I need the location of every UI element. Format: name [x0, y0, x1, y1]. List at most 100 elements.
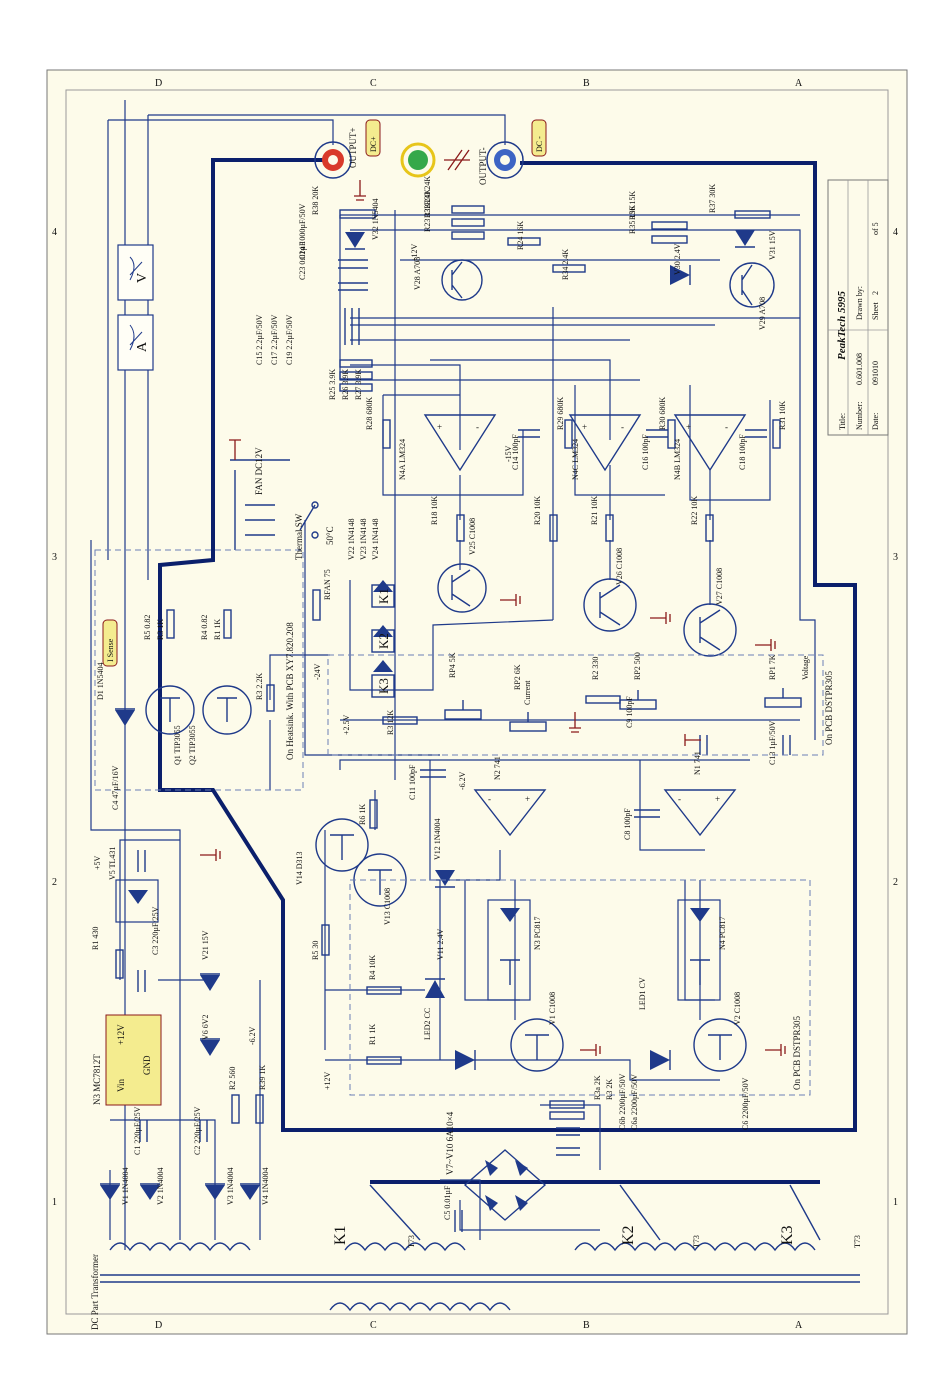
component-label: R22 10K — [690, 496, 699, 525]
tap-label-2: T73 — [692, 1235, 701, 1248]
component-label: RP2 500 — [633, 652, 642, 680]
component-label: V12 1N4004 — [433, 818, 442, 860]
paper — [46, 69, 908, 1335]
transformer-label: DC Part Transformer — [90, 1254, 100, 1330]
component-label: N1 741 — [693, 751, 702, 775]
svg-text:V: V — [135, 273, 150, 283]
component-label: V21 15V — [201, 930, 210, 960]
relay-contact-k2: K2 — [620, 1225, 637, 1245]
component-label: V5 TL431 — [108, 847, 117, 880]
svg-text:K2: K2 — [376, 633, 391, 649]
power-bus-main — [158, 158, 857, 1132]
component-label: C8 100pF — [623, 808, 632, 840]
ground-symbols — [200, 180, 786, 1056]
component-label: R6 1K — [358, 804, 367, 825]
component-label: R31 10K — [778, 401, 787, 430]
sheet-label: Sheet — [871, 301, 880, 320]
power-bus-bridge — [370, 1180, 820, 1184]
component-label: N2 741 — [493, 756, 502, 780]
svg-text:Vin: Vin — [116, 1079, 126, 1092]
heatsink-note: On Heatsink. With PCB XY7.820.208 — [285, 622, 295, 760]
regulator-7812: Vin +12V GND N3 MC7812T — [92, 1014, 162, 1106]
component-label: R37 30K — [708, 184, 717, 213]
dc-minus-tag: DC - — [531, 119, 547, 157]
svg-text:+: + — [582, 422, 587, 432]
component-label: C6b 2200µF/50V — [618, 1073, 627, 1130]
rail-label: +2.5V — [342, 714, 351, 735]
svg-text:-: - — [476, 422, 479, 432]
thermal-temp-label: 50°C — [325, 526, 335, 545]
component-label: RP2 6K — [513, 664, 522, 690]
title-block: PeakTech 5995 Title: Number: 0.601.008 D… — [827, 179, 889, 436]
svg-text:-: - — [621, 422, 624, 432]
component-label: R1 1K — [368, 1024, 377, 1045]
zone-left-4: 4 — [52, 227, 57, 238]
sheet-value: 2 — [871, 291, 880, 295]
dc-plus-tag: DC+ — [365, 119, 381, 157]
date-label: Date: — [871, 413, 880, 430]
component-label: Q1 TIP3055 — [173, 725, 182, 765]
zone-bottom-b: B — [583, 1320, 590, 1331]
svg-text:-: - — [678, 794, 681, 804]
title-label: Title: — [838, 413, 847, 430]
svg-text:+: + — [437, 422, 442, 432]
zone-top-a: A — [795, 78, 803, 89]
svg-text:I Sense: I Sense — [106, 638, 115, 662]
component-label: V25 C1008 — [468, 518, 477, 555]
ground-terminal[interactable] — [400, 142, 436, 178]
diode-symbols — [100, 230, 755, 1200]
svg-text:N3 MC7812T: N3 MC7812T — [92, 1054, 102, 1105]
component-label: N4A LM324 — [398, 439, 407, 480]
component-label: C15 2.2µF/50V — [255, 314, 264, 365]
tl431-reference — [115, 879, 159, 923]
component-label: C16 100pF — [641, 434, 650, 470]
zone-left-2: 2 — [52, 877, 57, 888]
component-label: RP4 5K — [448, 652, 457, 678]
component-label: V32 1N5404 — [371, 198, 380, 240]
component-label: V23 1N4148 — [359, 518, 368, 560]
inner-frame — [65, 89, 889, 1315]
svg-text:DC+: DC+ — [369, 136, 378, 152]
svg-text:K1: K1 — [376, 588, 391, 604]
transformer — [100, 1184, 860, 1312]
component-label: R21 10K — [590, 496, 599, 525]
component-label: RP1 7K — [768, 654, 777, 680]
component-label: C18 100pF — [738, 434, 747, 470]
component-label: R2 560 — [228, 1067, 237, 1090]
component-label: LED2 CC — [423, 1008, 432, 1040]
component-label: C3 220µF/25V — [151, 906, 160, 955]
component-label: V30 2.4V — [673, 243, 682, 275]
component-label: R2 330 — [591, 657, 600, 680]
component-label: R27 3.9K — [354, 369, 363, 400]
capacitor-bodies — [137, 259, 791, 1232]
zone-top-c: C — [370, 78, 377, 89]
pcb-note-upper: On PCB DSTPR305 — [824, 670, 834, 745]
component-label: V2 1N4004 — [156, 1167, 165, 1205]
component-label: R5 0.82 — [143, 615, 152, 640]
component-label: R34 2.4K — [561, 249, 570, 280]
component-label: R25 3.9K — [328, 369, 337, 400]
svg-text:+: + — [686, 422, 691, 432]
component-label: R1 430 — [91, 927, 100, 950]
component-label: R24 16K — [516, 221, 525, 250]
dashed-groups — [94, 549, 824, 1096]
component-label: C24 1000µF/50V — [298, 203, 307, 260]
component-label: V14 D313 — [295, 851, 304, 885]
transistor-symbols — [145, 259, 775, 1072]
voltmeter: V — [117, 244, 154, 301]
component-label: V28 A708 — [413, 257, 422, 290]
component-label: N4C LM324 — [571, 439, 580, 480]
component-label: R36 15K — [628, 191, 637, 220]
output-plus-terminal[interactable] — [314, 141, 352, 179]
component-label: R39 1K — [258, 1065, 267, 1090]
date-value: 091010 — [871, 361, 880, 385]
component-label: C6 2200µF/50V — [741, 1077, 750, 1130]
output-minus-terminal[interactable] — [486, 141, 524, 179]
brand-title: PeakTech 5995 — [836, 291, 848, 360]
component-label: V13 C1008 — [383, 888, 392, 925]
component-label: R33 24K — [423, 176, 432, 205]
number-value: 0.601.008 — [855, 353, 864, 385]
svg-text:K3: K3 — [376, 678, 391, 694]
zone-left-1: 1 — [52, 1197, 57, 1208]
